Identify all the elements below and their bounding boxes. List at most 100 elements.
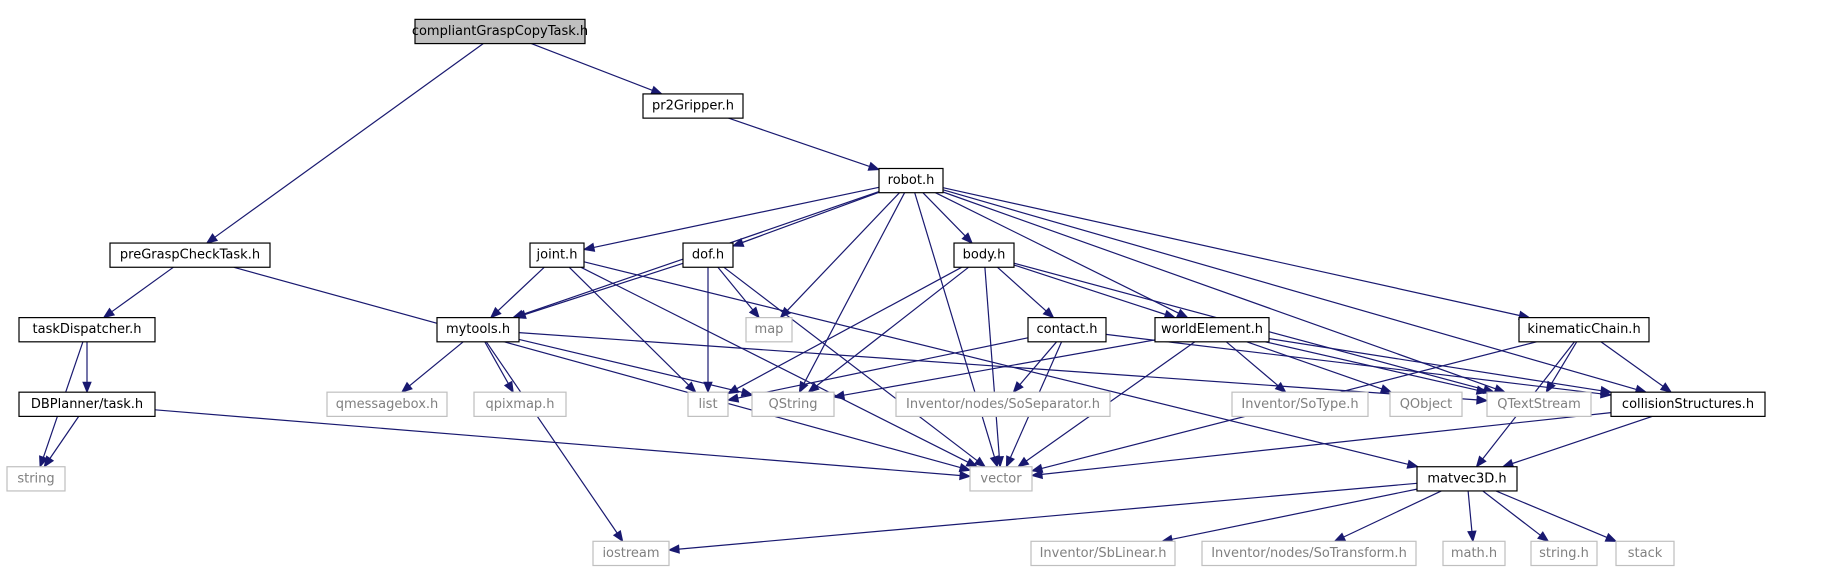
node-box — [687, 391, 729, 417]
node-label: taskDispatcher.h — [33, 322, 142, 337]
edge-line — [568, 266, 690, 386]
edge-line — [742, 191, 880, 244]
node-label: collisionStructures.h — [1622, 397, 1754, 412]
edge-preGraspCheckTask-to-vector — [233, 266, 972, 473]
edge-line — [786, 192, 900, 311]
node-box — [745, 317, 793, 343]
node-label: qpixmap.h — [485, 397, 554, 412]
edge-layer — [39, 43, 1673, 554]
edge-arrowhead — [1476, 395, 1489, 405]
edge-line — [736, 266, 962, 390]
node-stack: stack — [1615, 540, 1675, 567]
edge-robot-to-body — [922, 192, 974, 245]
edge-contact-to-SoSeparator — [1012, 341, 1058, 394]
edge-collisionStructures-to-vector — [1030, 412, 1612, 480]
node-box — [1610, 391, 1766, 417]
edge-line — [1041, 412, 1612, 475]
edge-worldElement-to-collisionStructures — [1268, 338, 1613, 396]
edge-arrowhead — [1406, 459, 1420, 469]
edge-mytools-to-QTextStream — [518, 332, 1489, 405]
edge-arrowhead — [1016, 456, 1030, 468]
node-label: DBPlanner/task.h — [31, 397, 143, 412]
edge-line — [583, 261, 1409, 465]
edge-robot-to-vector — [914, 192, 999, 468]
edge-arrowhead — [1475, 455, 1487, 468]
edge-dof-to-map — [717, 266, 760, 319]
edge-line — [1171, 488, 1418, 540]
edge-line — [1343, 490, 1442, 538]
edge-arrowhead — [1599, 385, 1613, 396]
node-label: contact.h — [1036, 322, 1097, 337]
node-label: robot.h — [888, 173, 935, 188]
node-label: vector — [980, 471, 1022, 486]
node-SoTransform: Inventor/nodes/SoTransform.h — [1201, 540, 1417, 567]
edge-line — [942, 187, 1520, 317]
edge-mytools-to-qpixmap — [484, 341, 514, 394]
edge-line — [593, 186, 880, 248]
edge-kinematicChain-to-collisionStructures — [1600, 341, 1673, 393]
edge-robot-to-joint — [582, 186, 880, 252]
node-contact[interactable]: contact.h — [1027, 317, 1107, 343]
edge-kinematicChain-to-QTextStream — [1545, 341, 1578, 394]
node-robot[interactable]: robot.h — [878, 167, 944, 194]
edge-line — [717, 266, 754, 311]
node-DBPlannerTask[interactable]: DBPlanner/task.h — [18, 391, 156, 417]
edge-arrowhead — [1475, 385, 1489, 395]
edge-arrowhead — [832, 390, 846, 400]
node-box — [6, 466, 66, 492]
node-label: compliantGraspCopyTask.h — [412, 24, 588, 39]
node-box — [1389, 391, 1463, 417]
node-kinematicChain[interactable]: kinematicChain.h — [1518, 317, 1650, 343]
edge-body-to-worldElement — [1013, 264, 1177, 319]
edge-line — [1019, 341, 1058, 385]
edge-line — [803, 192, 906, 384]
edge-arrowhead — [1379, 384, 1393, 394]
node-label: joint.h — [536, 248, 578, 263]
node-string: string — [6, 466, 66, 492]
edge-line — [1495, 490, 1608, 538]
edge-robot-to-QString — [798, 192, 906, 394]
node-label: worldElement.h — [1161, 322, 1263, 337]
edge-arrowhead — [1012, 381, 1024, 394]
node-joint[interactable]: joint.h — [529, 242, 585, 268]
node-body[interactable]: body.h — [953, 242, 1015, 268]
edge-line — [1600, 341, 1664, 387]
edge-arrowhead — [1604, 532, 1618, 542]
edge-robot-to-collisionStructures — [942, 189, 1648, 394]
edge-line — [843, 339, 1156, 396]
edge-arrowhead — [1005, 455, 1015, 468]
edge-arrowhead — [1030, 463, 1044, 473]
node-preGraspCheckTask[interactable]: preGraspCheckTask.h — [109, 242, 271, 268]
node-compliantGraspCopyTask[interactable]: compliantGraspCopyTask.h — [412, 18, 588, 45]
edge-line — [580, 266, 969, 463]
edge-worldElement-to-QTextStream — [1264, 341, 1489, 395]
edge-robot-to-worldElement — [935, 192, 1189, 319]
node-map: map — [745, 317, 793, 343]
edge-worldElement-to-QString — [832, 339, 1156, 400]
node-box — [1615, 540, 1675, 567]
node-box — [751, 391, 835, 417]
edge-arrowhead — [39, 455, 49, 468]
node-collisionStructures[interactable]: collisionStructures.h — [1610, 391, 1766, 417]
edge-DBPlannerTask-to-vector — [154, 409, 972, 481]
edge-arrowhead — [1030, 469, 1043, 480]
node-pr2Gripper[interactable]: pr2Gripper.h — [642, 93, 744, 119]
edge-arrowhead — [400, 381, 413, 394]
node-dof[interactable]: dof.h — [682, 242, 734, 268]
edge-arrowhead — [958, 462, 972, 473]
node-label: mytools.h — [446, 322, 510, 337]
edge-dof-to-mytools — [514, 262, 684, 319]
edge-matvec3D-to-SoTransform — [1333, 490, 1442, 542]
edge-mytools-to-iostream — [485, 341, 624, 543]
node-taskDispatcher[interactable]: taskDispatcher.h — [18, 317, 156, 343]
node-SoSeparator: Inventor/nodes/SoSeparator.h — [895, 391, 1111, 417]
edge-line — [1268, 338, 1602, 392]
edge-arrowhead — [1333, 532, 1347, 542]
edge-joint-to-matvec3D — [583, 261, 1420, 469]
node-worldElement[interactable]: worldElement.h — [1154, 317, 1270, 343]
node-vector: vector — [969, 466, 1033, 492]
node-matvec3D[interactable]: matvec3D.h — [1416, 466, 1518, 492]
node-label: Inventor/SbLinear.h — [1040, 546, 1167, 561]
node-mytools[interactable]: mytools.h — [436, 317, 520, 343]
node-label: list — [698, 397, 717, 412]
